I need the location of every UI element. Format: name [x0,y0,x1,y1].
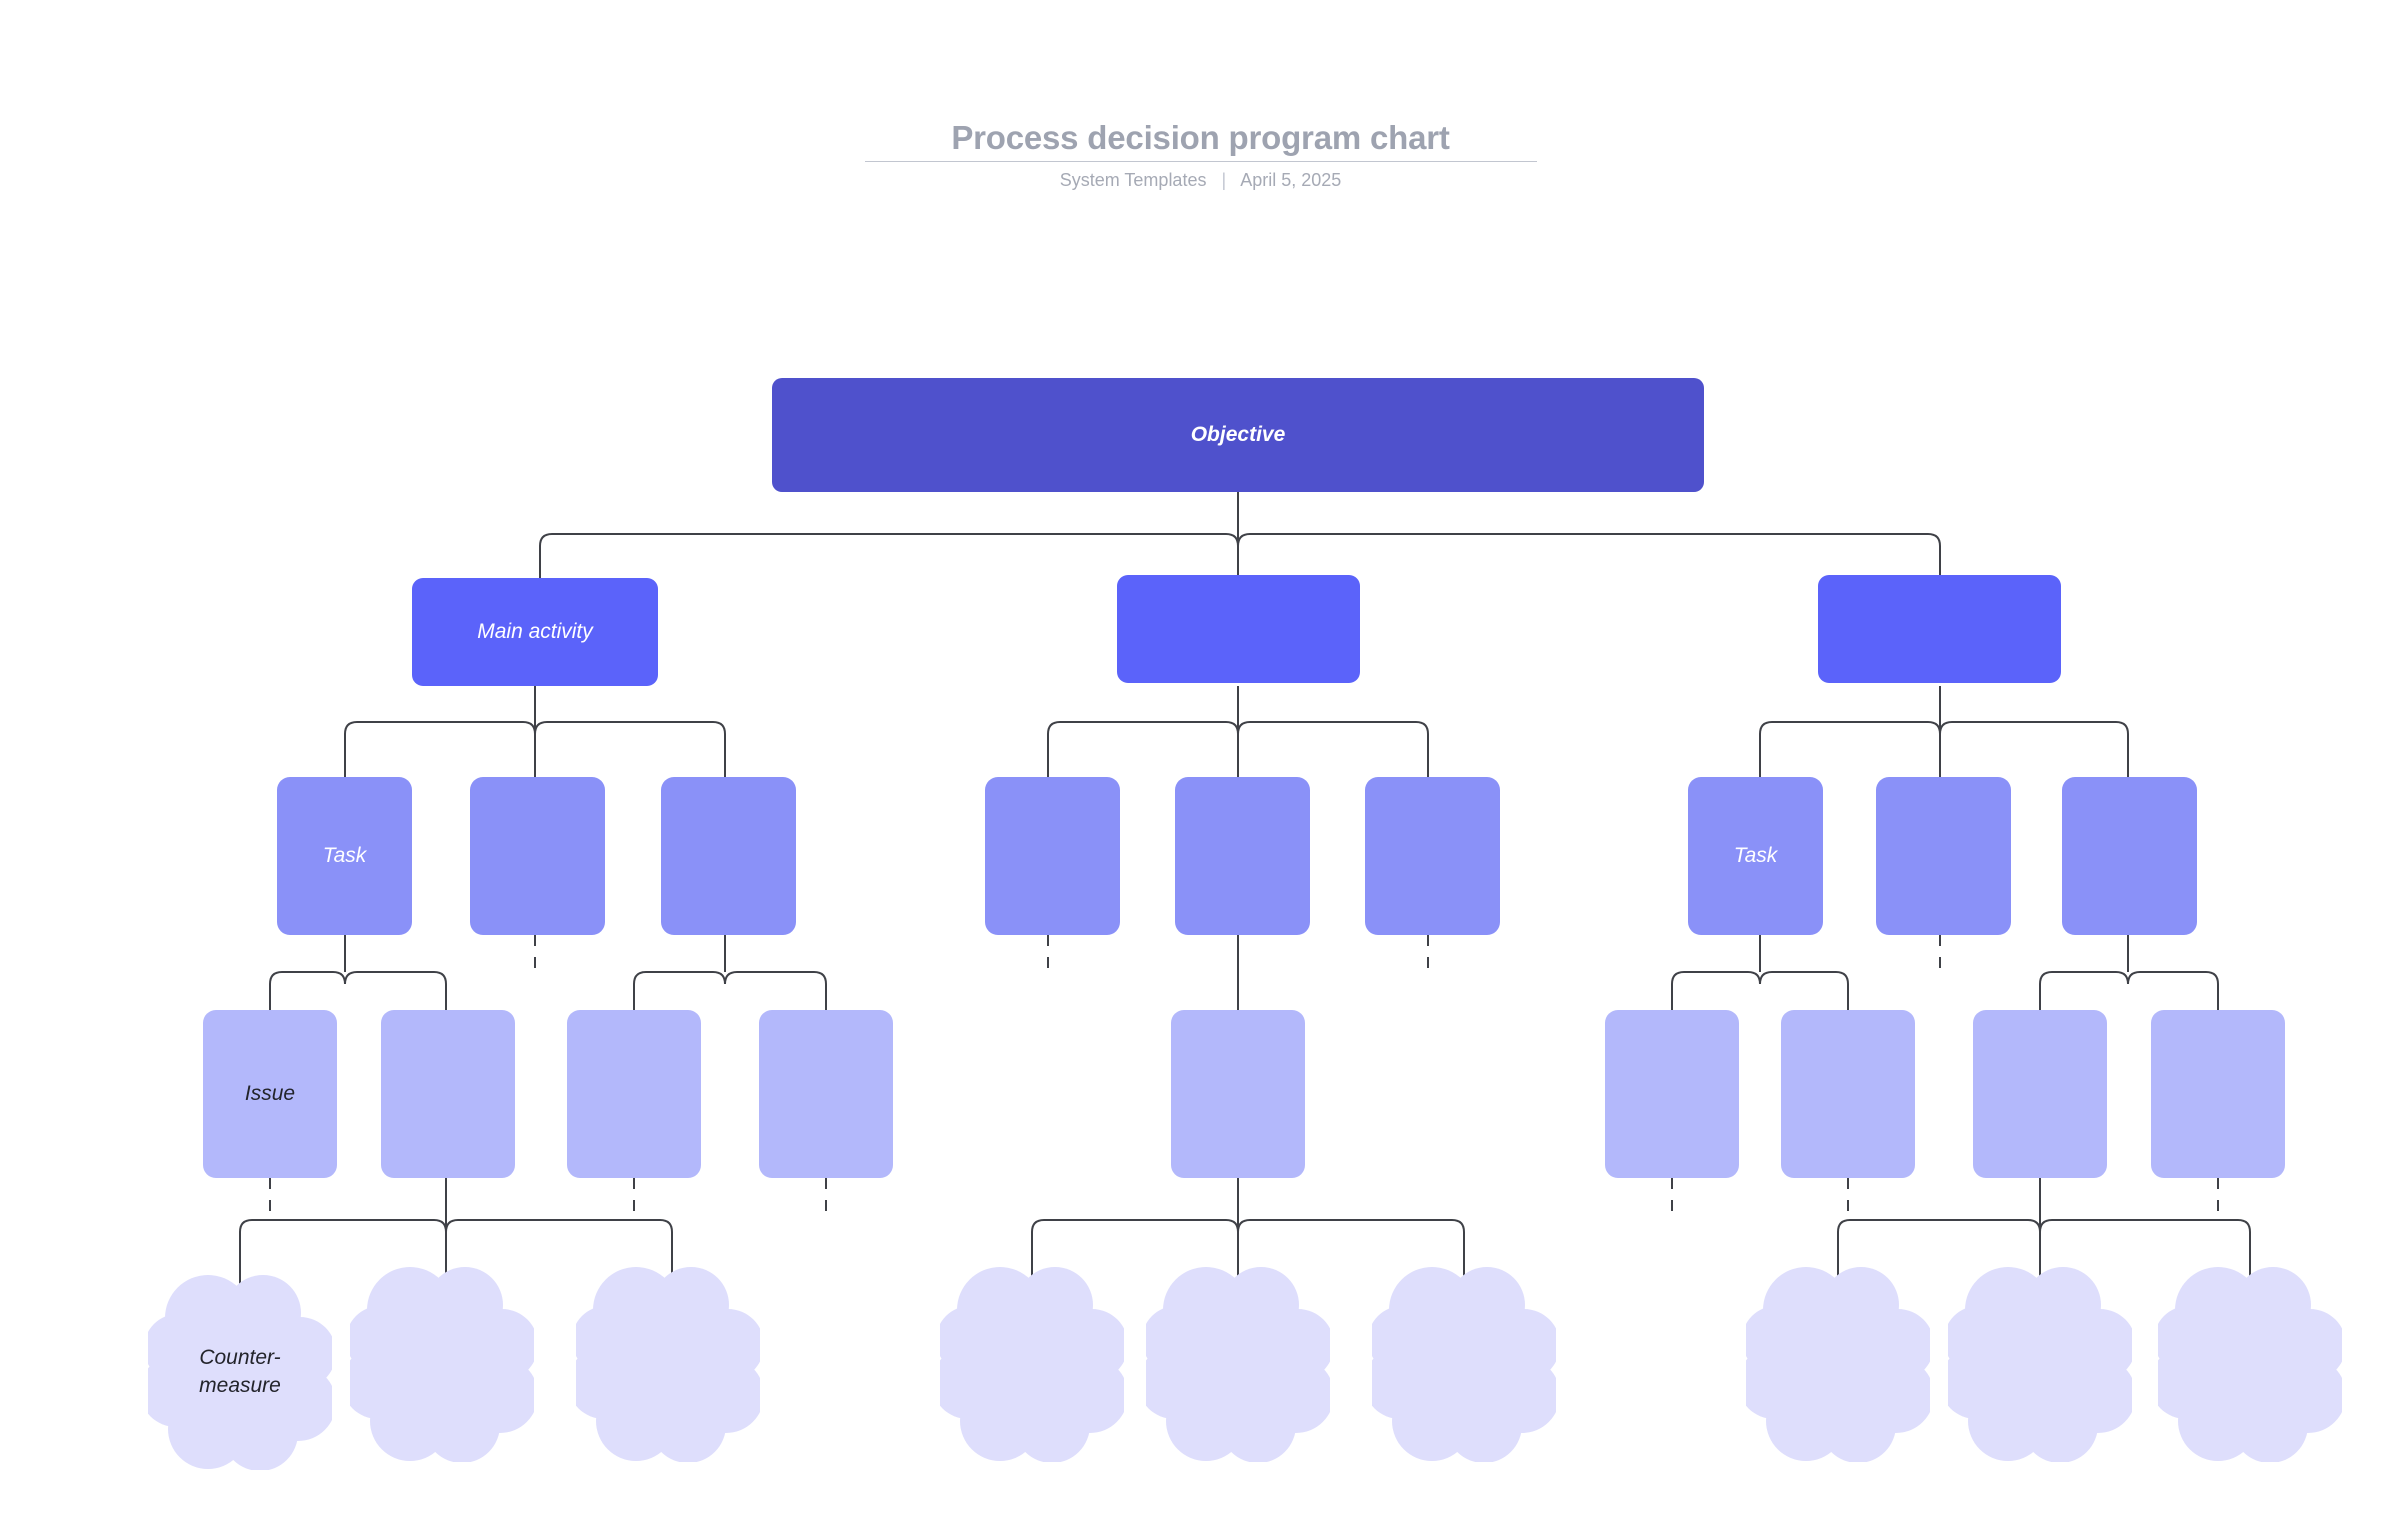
cloud-shape-icon [576,1267,760,1462]
node-countermeasure-9[interactable] [2158,1265,2342,1462]
node-issue-1-label: Issue [244,1081,296,1105]
node-main-activity-3[interactable] [1818,575,2061,683]
cloud-shape-icon [940,1267,1124,1462]
cloud-shape-icon [1746,1267,1930,1462]
node-task-1-label: Task [322,843,367,867]
subtitle-date: April 5, 2025 [1240,170,1342,190]
node-issue-6[interactable] [1605,1010,1739,1178]
node-countermeasure-5[interactable] [1146,1265,1330,1462]
link-main1-bus [344,721,726,735]
node-issue-2[interactable] [381,1010,515,1178]
link-task7-bus [1671,971,1849,985]
link-issue2-bus [239,1219,673,1233]
node-task-7-label: Task [1733,843,1778,867]
node-issue-7[interactable] [1781,1010,1915,1178]
node-countermeasure-4[interactable] [940,1265,1124,1462]
cloud-shape-icon [1372,1267,1556,1462]
node-objective-label: Objective [1190,422,1286,446]
node-issue-4[interactable] [759,1010,893,1178]
link-task3-bus [633,971,827,985]
node-task-1[interactable]: Task [277,777,412,935]
cloud-shape-icon [2158,1267,2342,1462]
cloud-shape-icon [350,1267,534,1462]
node-task-2[interactable] [470,777,605,935]
node-countermeasure-6[interactable] [1372,1265,1556,1462]
node-countermeasure-6-label [1372,1265,1556,1462]
node-task-6[interactable] [1365,777,1500,935]
page-title: Process decision program chart [951,119,1450,156]
subtitle-source: System Templates [1059,170,1207,190]
node-issue-8[interactable] [1973,1010,2107,1178]
node-issue-1[interactable]: Issue [203,1010,337,1178]
link-main2-bus [1047,721,1429,735]
node-countermeasure-3-label [576,1265,760,1462]
cloud-shape-icon [1146,1267,1330,1462]
node-countermeasure-2-label [350,1265,534,1462]
node-task-3[interactable] [661,777,796,935]
node-countermeasure-3[interactable] [576,1265,760,1462]
link-task1-bus [269,971,447,985]
node-task-7[interactable]: Task [1688,777,1823,935]
chart-header: Process decision program chart System Te… [0,118,2401,191]
node-countermeasure-7[interactable] [1746,1265,1930,1462]
node-countermeasure-2[interactable] [350,1265,534,1462]
node-countermeasure-8-label [1948,1265,2132,1462]
node-task-8[interactable] [1876,777,2011,935]
node-countermeasure-9-label [2158,1265,2342,1462]
node-countermeasure-8[interactable] [1948,1265,2132,1462]
node-issue-3[interactable] [567,1010,701,1178]
link-main3-bus [1759,721,2129,735]
chart-subtitle: System Templates | April 5, 2025 [0,169,2401,191]
cloud-shape-icon [148,1275,332,1470]
cloud-shape-icon [1948,1267,2132,1462]
node-countermeasure-1-label: Counter- measure [199,1346,281,1397]
node-task-9[interactable] [2062,777,2197,935]
node-task-5[interactable] [1175,777,1310,935]
link-issue5-bus [1031,1219,1465,1233]
subtitle-separator: | [1221,170,1227,190]
node-issue-9[interactable] [2151,1010,2285,1178]
node-main-activity-2[interactable] [1117,575,1360,683]
node-countermeasure-5-label [1146,1265,1330,1462]
node-main-activity-1[interactable]: Main activity [412,578,658,686]
node-main-activity-1-label: Main activity [477,619,593,643]
link-objective-bus [539,533,1941,547]
link-task9-bus [2039,971,2219,985]
title-divider [864,161,1537,162]
node-countermeasure-1[interactable]: Counter- measure [148,1273,332,1470]
node-task-4[interactable] [985,777,1120,935]
node-countermeasure-4-label [940,1265,1124,1462]
node-objective[interactable]: Objective [772,378,1704,492]
node-countermeasure-7-label [1746,1265,1930,1462]
node-issue-5[interactable] [1171,1010,1305,1178]
link-issue8-bus [1837,1219,2251,1233]
